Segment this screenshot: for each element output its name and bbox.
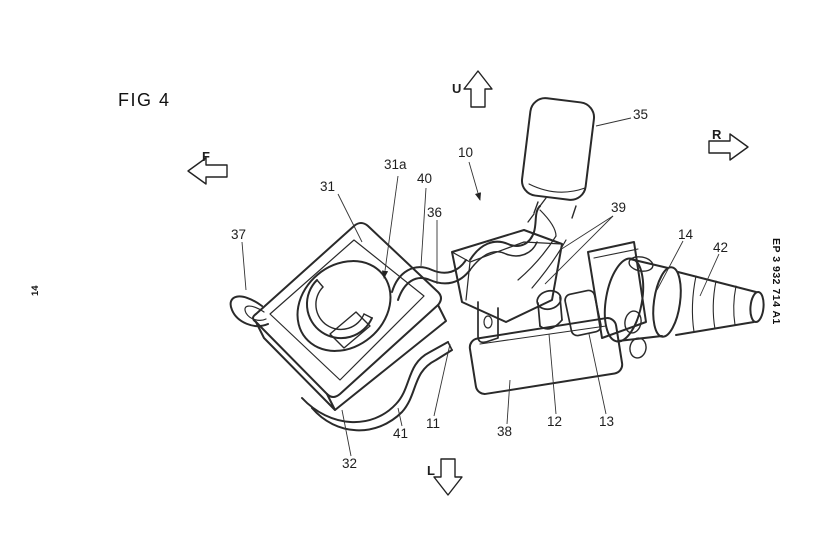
ref-42: 42 — [713, 240, 729, 255]
direction-right-label: R — [712, 127, 722, 142]
canister-shape — [520, 97, 596, 219]
right-arrow-icon — [708, 133, 749, 161]
direction-front-label: F — [202, 149, 210, 164]
ref-37: 37 — [231, 227, 247, 242]
ref-35: 35 — [633, 107, 649, 122]
ref-40: 40 — [417, 171, 433, 186]
hook-pipe-shape — [229, 295, 269, 328]
grip-shape — [675, 271, 765, 336]
direction-up-label: U — [452, 81, 462, 96]
ref-31a: 31a — [384, 157, 407, 172]
up-arrow-icon — [463, 70, 493, 108]
ref-13: 13 — [599, 414, 615, 429]
ref-39: 39 — [611, 200, 627, 215]
ref-41: 41 — [393, 426, 409, 441]
ref-10: 10 — [458, 145, 474, 160]
left-arrow-icon — [187, 157, 228, 185]
ref-11: 11 — [426, 416, 441, 431]
upper-tube-shape — [391, 259, 471, 301]
ref-32: 32 — [342, 456, 358, 471]
leader-lines — [241, 117, 720, 457]
cable-shape — [517, 209, 567, 289]
ref-31: 31 — [320, 179, 336, 194]
down-arrow-icon — [433, 458, 463, 496]
ref-14: 14 — [678, 227, 694, 242]
ref-36: 36 — [427, 205, 443, 220]
main-cylinder-shape — [603, 256, 682, 359]
direction-low-label: L — [427, 463, 435, 478]
bracket-body-shape — [451, 229, 563, 344]
sheet-number: 14 — [30, 285, 41, 296]
ref-12: 12 — [547, 414, 563, 429]
small-box-shape — [564, 289, 602, 337]
tray-shape — [468, 317, 624, 395]
ref-38: 38 — [497, 424, 513, 439]
patent-number: EP 3 932 714 A1 — [770, 238, 782, 325]
figure-title: FIG 4 — [118, 90, 171, 110]
small-cylinder-shape — [536, 289, 563, 330]
